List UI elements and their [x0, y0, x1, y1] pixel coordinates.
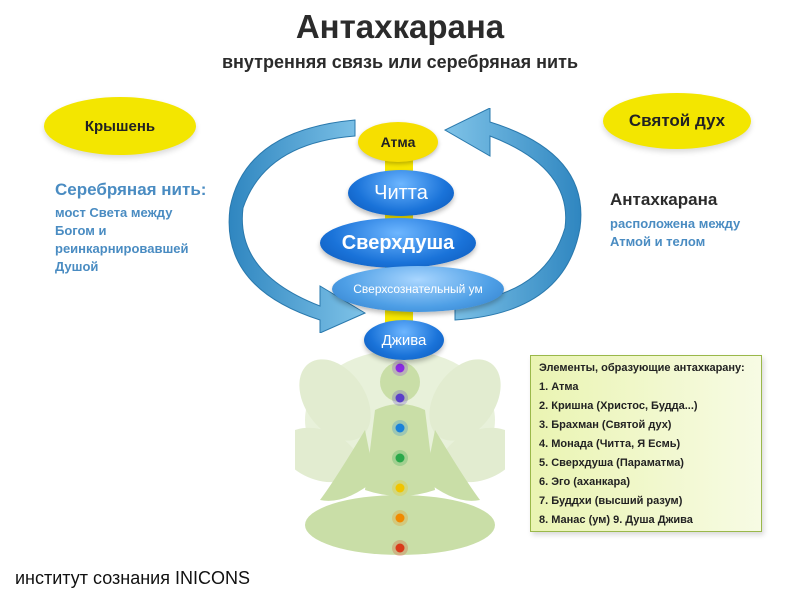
chakra-dot [395, 543, 405, 553]
list-item: 6. Эго (аханкара) [539, 476, 631, 488]
list-item: 3. Брахман (Святой дух) [539, 419, 672, 431]
superconscious-mind-node: Сверхсознательный ум [332, 266, 504, 312]
elements-list: 1. Атма 2. Кришна (Христос, Будда...) 3.… [539, 378, 753, 530]
page-title: Антахкарана [295, 8, 505, 45]
elements-list-header: Элементы, образующие антахкарану: [539, 362, 745, 374]
list-item: 1. Атма [539, 381, 579, 393]
silver-thread-heading: Серебряная нить: [55, 180, 207, 199]
krishna-oval: Крышень [44, 97, 196, 155]
circular-arrows [228, 108, 582, 333]
chakra-dot [395, 363, 405, 373]
left-arrow-icon [228, 119, 367, 333]
list-item: 2. Кришна (Христос, Будда...) [539, 400, 698, 412]
silver-thread-description: мост Света между Богом и реинкарнировавш… [55, 205, 189, 274]
page-subtitle: внутренняя связь или серебряная нить [221, 52, 579, 72]
list-item: 4. Монада (Читта, Я Есмь) [539, 438, 681, 450]
chakra-dot [395, 423, 405, 433]
list-item: 8. Манас (ум) 9. Душа Джива [539, 514, 693, 526]
chakra-dot [395, 513, 405, 523]
atma-node: Атма [358, 122, 438, 162]
holy-spirit-oval: Святой дух [603, 93, 751, 149]
list-item: 7. Буддхи (высший разум) [539, 495, 683, 507]
chakra-dot [395, 393, 405, 403]
footer-credit: институт сознания INICONS [15, 568, 250, 588]
list-item: 5. Сверхдуша (Параматма) [539, 457, 684, 469]
antahkarana-heading: Антахкарана [610, 190, 718, 209]
figure-body [305, 362, 495, 555]
chakra-dot [395, 453, 405, 463]
right-arrow-icon [443, 108, 582, 321]
sverkhdusha-node: Сверхдуша [320, 218, 476, 268]
chakra-dots [392, 360, 408, 556]
chakra-dot [395, 483, 405, 493]
antahkarana-description: расположена между Атмой и телом [610, 216, 741, 249]
elements-list-box: Элементы, образующие антахкарану: 1. Атм… [530, 355, 762, 532]
meditating-figure [295, 350, 505, 556]
jiva-node: Джива [364, 320, 444, 360]
chitta-node: Читта [348, 170, 454, 216]
